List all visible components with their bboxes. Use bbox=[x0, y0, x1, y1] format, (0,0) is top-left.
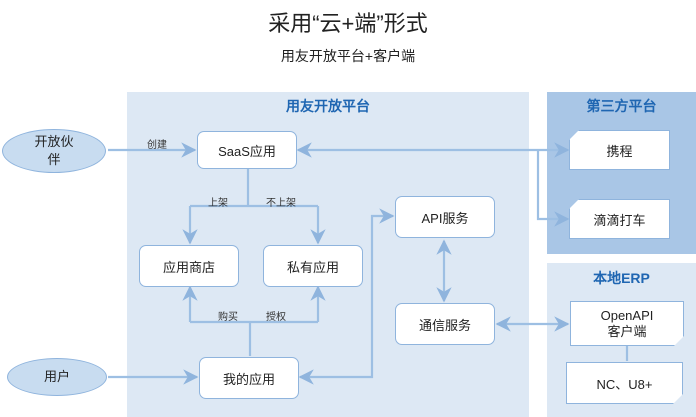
edge-label-authorize: 授权 bbox=[266, 312, 286, 323]
region-title-third-party: 第三方平台 bbox=[586, 98, 657, 114]
node-api-service: API服务 bbox=[395, 196, 495, 238]
node-app-store: 应用商店 bbox=[139, 245, 239, 287]
node-didi: 滴滴打车 bbox=[569, 199, 670, 239]
node-nc-u8: NC、U8+ bbox=[566, 362, 683, 404]
node-private-app: 私有应用 bbox=[263, 245, 363, 287]
node-user: 用户 bbox=[7, 358, 107, 396]
node-openapi-client: OpenAPI 客户端 bbox=[570, 301, 684, 346]
edge-label-listed: 上架 bbox=[208, 198, 228, 209]
page-title: 采用“云+端”形式 bbox=[268, 11, 428, 36]
node-open-partner: 开放伙伴 bbox=[2, 129, 106, 173]
arrow-myapp-split bbox=[190, 320, 318, 356]
edge-label-unlisted: 不上架 bbox=[266, 198, 296, 209]
edge-label-create: 创建 bbox=[147, 140, 167, 151]
node-saas-app: SaaS应用 bbox=[197, 131, 297, 169]
node-user-label: 用户 bbox=[43, 369, 70, 384]
arrow-myapp-api bbox=[298, 208, 395, 385]
edge-label-buy: 购买 bbox=[218, 312, 238, 323]
node-client-label: 客户端 bbox=[607, 323, 647, 339]
arrow-branch-didi bbox=[536, 150, 570, 227]
node-my-app: 我的应用 bbox=[199, 357, 299, 399]
node-open-partner-label: 开放伙伴 bbox=[34, 134, 74, 167]
node-openapi-label: OpenAPI bbox=[600, 307, 654, 323]
arrow-saas-split bbox=[190, 168, 318, 208]
region-title-local-erp: 本地ERP bbox=[593, 270, 650, 286]
page-subtitle: 用友开放平台+客户端 bbox=[280, 48, 416, 64]
node-comm-service: 通信服务 bbox=[395, 303, 495, 345]
region-title-yonyou: 用友开放平台 bbox=[286, 98, 370, 114]
node-ctrip: 携程 bbox=[569, 130, 670, 170]
